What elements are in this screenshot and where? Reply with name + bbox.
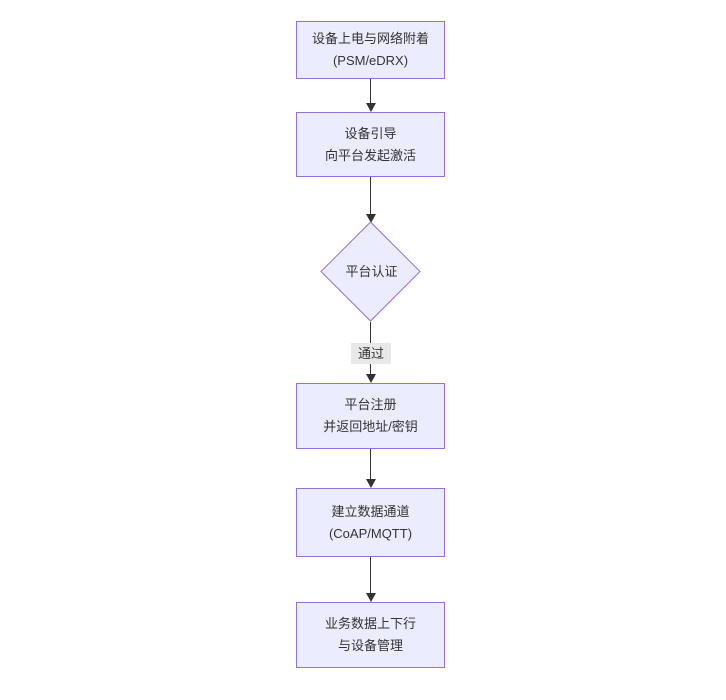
node-data-channel: 建立数据通道 (CoAP/MQTT) <box>296 488 445 557</box>
node-label-line: 业务数据上下行 <box>324 616 416 631</box>
arrowhead-icon <box>366 214 376 223</box>
edge-line <box>370 557 371 593</box>
node-label-line: 建立数据通道 <box>331 503 410 519</box>
edge-line <box>370 449 371 479</box>
node-label-line: 平台注册 <box>344 397 397 412</box>
edge-line <box>370 177 371 214</box>
arrowhead-icon <box>366 103 376 112</box>
node-label-line: 平台认证 <box>345 264 398 279</box>
edge-line <box>370 79 371 103</box>
node-platform-register: 平台注册 并返回地址/密钥 <box>296 383 445 449</box>
arrowhead-icon <box>366 374 376 383</box>
edge-label-pass: 通过 <box>351 343 391 364</box>
node-business-data-mgmt: 业务数据上下行 与设备管理 <box>296 602 445 668</box>
node-label-line: (CoAP/MQTT) <box>328 525 413 541</box>
arrowhead-icon <box>366 593 376 602</box>
node-label-line: 设备上电与网络附着 <box>311 31 429 46</box>
arrowhead-icon <box>366 479 376 488</box>
node-power-network-attach: 设备上电与网络附着 (PSM/eDRX) <box>296 21 445 79</box>
node-label-line: 向平台发起激活 <box>324 147 416 163</box>
node-label-line: 与设备管理 <box>337 638 403 653</box>
node-label-line: 设备引导 <box>344 125 397 141</box>
node-label-line: 并返回地址/密钥 <box>323 419 418 434</box>
node-device-bootstrap: 设备引导 向平台发起激活 <box>296 112 445 177</box>
node-label-line: (PSM/eDRX) <box>332 53 409 68</box>
